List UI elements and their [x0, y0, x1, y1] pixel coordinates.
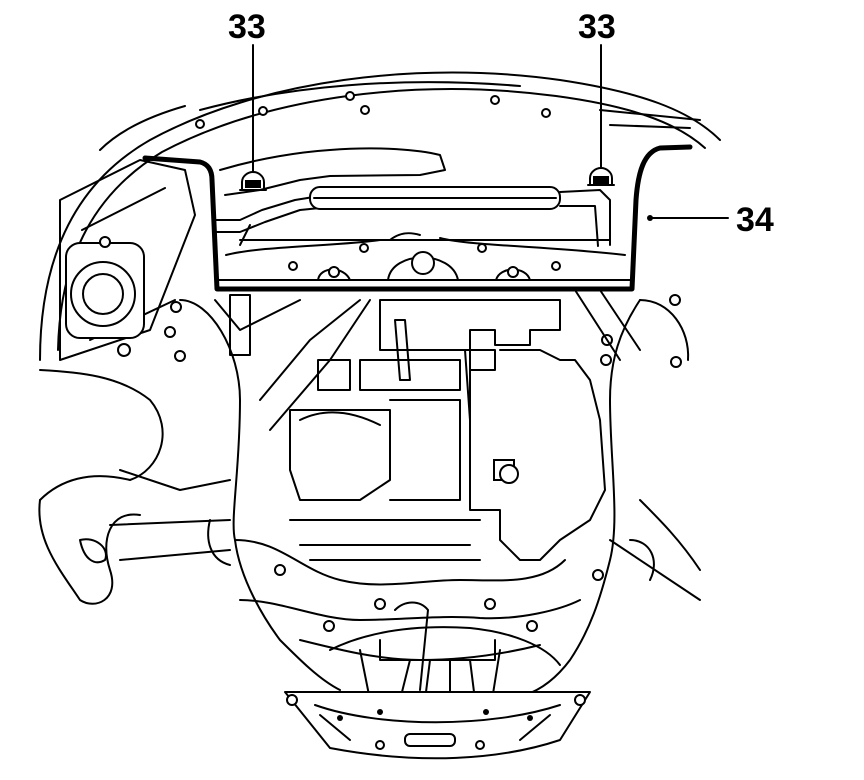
fastener-right	[587, 167, 615, 186]
lower-brace-plate	[284, 691, 591, 760]
callout-leaders	[252, 44, 729, 221]
callout-33-left: 33	[228, 8, 266, 46]
callout-34: 34	[736, 201, 774, 239]
callout-33-right: 33	[578, 8, 616, 46]
right-control-arm	[600, 294, 701, 601]
cooling-pipes	[214, 147, 611, 247]
engine-components	[229, 294, 606, 561]
fastener-left	[239, 171, 267, 191]
left-control-arm	[38, 369, 231, 605]
left-hub-assembly	[59, 159, 196, 362]
panel-rivet-holes	[195, 91, 551, 129]
engine-undershield	[142, 144, 693, 292]
